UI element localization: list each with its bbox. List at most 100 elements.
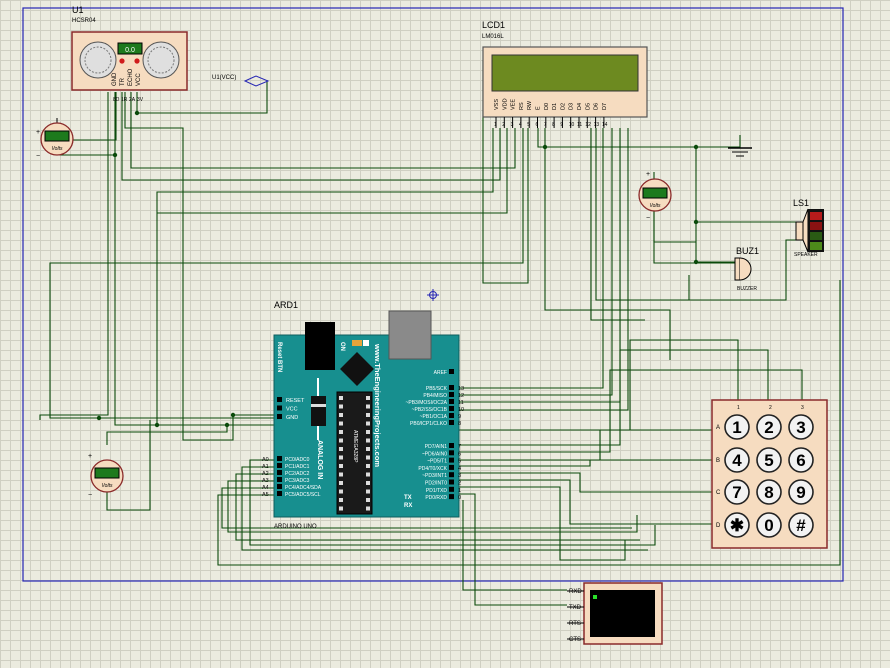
chip-leg bbox=[339, 396, 343, 400]
sensor-display-value: 0.0 bbox=[125, 47, 135, 54]
lcd-pin-label: D4 bbox=[577, 103, 583, 110]
keypad-key[interactable]: 3 bbox=[788, 414, 814, 440]
keypad-key[interactable]: 2 bbox=[756, 414, 782, 440]
buzzer-ref: BUZ1 bbox=[736, 246, 759, 256]
sensor-pin-label: ECHO bbox=[128, 68, 134, 86]
chip-text: ATMEGA328P bbox=[352, 430, 358, 463]
keypad-key[interactable]: 9 bbox=[788, 479, 814, 505]
arduino-pin[interactable] bbox=[449, 494, 454, 500]
keypad-key[interactable]: # bbox=[788, 512, 814, 538]
arduino-pin-label: ~PD3/INT1 bbox=[422, 473, 447, 479]
arduino-pin[interactable] bbox=[449, 457, 454, 463]
keypad-key[interactable]: 1 bbox=[724, 414, 750, 440]
arduino-pin[interactable] bbox=[277, 491, 282, 496]
keypad-key[interactable]: 0 bbox=[756, 512, 782, 538]
keypad-key-label: 3 bbox=[796, 418, 805, 437]
terminal-pin-label: RXD bbox=[569, 589, 582, 595]
led-indicator bbox=[352, 340, 362, 346]
chip-leg bbox=[366, 472, 370, 477]
sensor-led bbox=[134, 58, 140, 64]
arduino-pin[interactable] bbox=[277, 463, 282, 468]
arduino-uno[interactable]: ARD1 Reset BTN ON www.TheEngineeringProj… bbox=[262, 300, 464, 530]
arduino-pin[interactable] bbox=[449, 413, 454, 418]
keypad-key[interactable]: 4 bbox=[724, 447, 750, 473]
keypad-key[interactable]: 6 bbox=[788, 447, 814, 473]
lcd-pin-number: 9 bbox=[560, 122, 563, 128]
keypad-key[interactable]: ✱ bbox=[724, 512, 750, 538]
keypad-key-label: 1 bbox=[732, 418, 741, 437]
arduino-pin[interactable] bbox=[449, 472, 454, 478]
lcd-pin-label: RW bbox=[527, 100, 533, 110]
sensor-pin-number: 8D bbox=[113, 97, 120, 103]
speaker-ref: LS1 bbox=[793, 198, 809, 208]
arduino-pin-label: ~PD6/AIN0 bbox=[422, 451, 447, 457]
keypad-col-label: 2 bbox=[769, 405, 772, 411]
keypad-col-label: 3 bbox=[801, 405, 804, 411]
buzzer-label: BUZZER bbox=[737, 286, 757, 292]
keypad-key-label: 7 bbox=[732, 483, 741, 502]
keypad-key-label: 6 bbox=[796, 451, 805, 470]
voltmeter-label: Volts bbox=[650, 203, 661, 209]
terminal-cursor bbox=[593, 595, 597, 599]
arduino-pin[interactable] bbox=[449, 392, 454, 397]
lcd-ref: LCD1 bbox=[482, 20, 505, 30]
chip-leg bbox=[339, 472, 343, 477]
arduino-pin[interactable] bbox=[277, 405, 282, 411]
keypad-key[interactable]: 7 bbox=[724, 479, 750, 505]
keypad-key-label: 0 bbox=[764, 516, 773, 535]
arduino-pin-number: 9 bbox=[458, 414, 461, 420]
chip-leg bbox=[366, 498, 370, 502]
arduino-pin-label: PC3/ADC3 bbox=[285, 478, 310, 484]
voltmeter-display bbox=[642, 187, 668, 199]
chip-leg bbox=[366, 430, 370, 434]
chip-leg bbox=[339, 489, 343, 494]
lcd-screen bbox=[491, 54, 639, 92]
arduino-pin[interactable] bbox=[277, 397, 282, 402]
lcd-pin-label: VSS bbox=[494, 99, 500, 110]
origin-marker bbox=[427, 289, 439, 301]
arduino-pin-label: RESET bbox=[286, 398, 305, 404]
analog-in-label: ANALOG IN bbox=[316, 440, 323, 479]
lcd-pin-label: D0 bbox=[544, 103, 550, 110]
chip-leg bbox=[339, 404, 343, 409]
arduino-pin[interactable] bbox=[277, 470, 282, 475]
ultrasonic-sensor[interactable]: U1 HCSR04 0.0 GND TR ECHO VCC 8D 1R 2A 3… bbox=[71, 5, 188, 103]
speaker[interactable]: LS1 SPEAKER bbox=[793, 198, 824, 258]
lcd-display[interactable]: LCD1 LM016L VSS1VDD2VEE3RS4RW5E6D07D18D2… bbox=[482, 20, 648, 128]
keypad-key[interactable]: 8 bbox=[756, 479, 782, 505]
arduino-pin[interactable] bbox=[449, 486, 454, 492]
arduino-pin[interactable] bbox=[449, 399, 454, 404]
arduino-pin[interactable] bbox=[449, 464, 454, 470]
arduino-pin-label: PB5/SCK bbox=[426, 386, 448, 392]
arduino-pin[interactable] bbox=[449, 385, 454, 390]
arduino-pin[interactable] bbox=[449, 450, 454, 456]
buzzer[interactable]: BUZ1 BUZZER bbox=[734, 246, 759, 292]
arduino-pin[interactable] bbox=[277, 477, 282, 482]
svg-text:+: + bbox=[88, 453, 92, 460]
arduino-pin[interactable] bbox=[449, 420, 454, 425]
voltmeter[interactable]: Volts + − bbox=[88, 453, 124, 499]
tx-label: TX bbox=[404, 495, 412, 501]
voltmeter[interactable]: Volts + − bbox=[638, 171, 672, 222]
arduino-pin[interactable] bbox=[277, 414, 282, 419]
svg-text:+: + bbox=[36, 129, 40, 136]
voltmeter[interactable]: Volts + − bbox=[36, 118, 74, 160]
arduino-pin[interactable] bbox=[449, 369, 454, 374]
keypad-key[interactable]: 5 bbox=[756, 447, 782, 473]
arduino-pin[interactable] bbox=[449, 443, 454, 448]
arduino-pin-number: 5 bbox=[458, 459, 461, 465]
arduino-pin[interactable] bbox=[449, 479, 454, 485]
power-terminal[interactable]: U1(VCC) bbox=[212, 75, 270, 87]
wires bbox=[39, 60, 841, 606]
lcd-pin-number: 5 bbox=[527, 122, 530, 128]
analog-pin-number: A3 bbox=[262, 478, 269, 484]
arduino-pin[interactable] bbox=[449, 406, 454, 411]
arduino-pin[interactable] bbox=[277, 456, 282, 461]
arduino-pin-label: PC5/ADC5/SCL bbox=[285, 492, 321, 498]
arduino-pin-label: PD4/T0/XCK bbox=[418, 466, 447, 472]
sensor-pin-number: 1R bbox=[121, 97, 128, 103]
arduino-pin[interactable] bbox=[277, 484, 282, 489]
